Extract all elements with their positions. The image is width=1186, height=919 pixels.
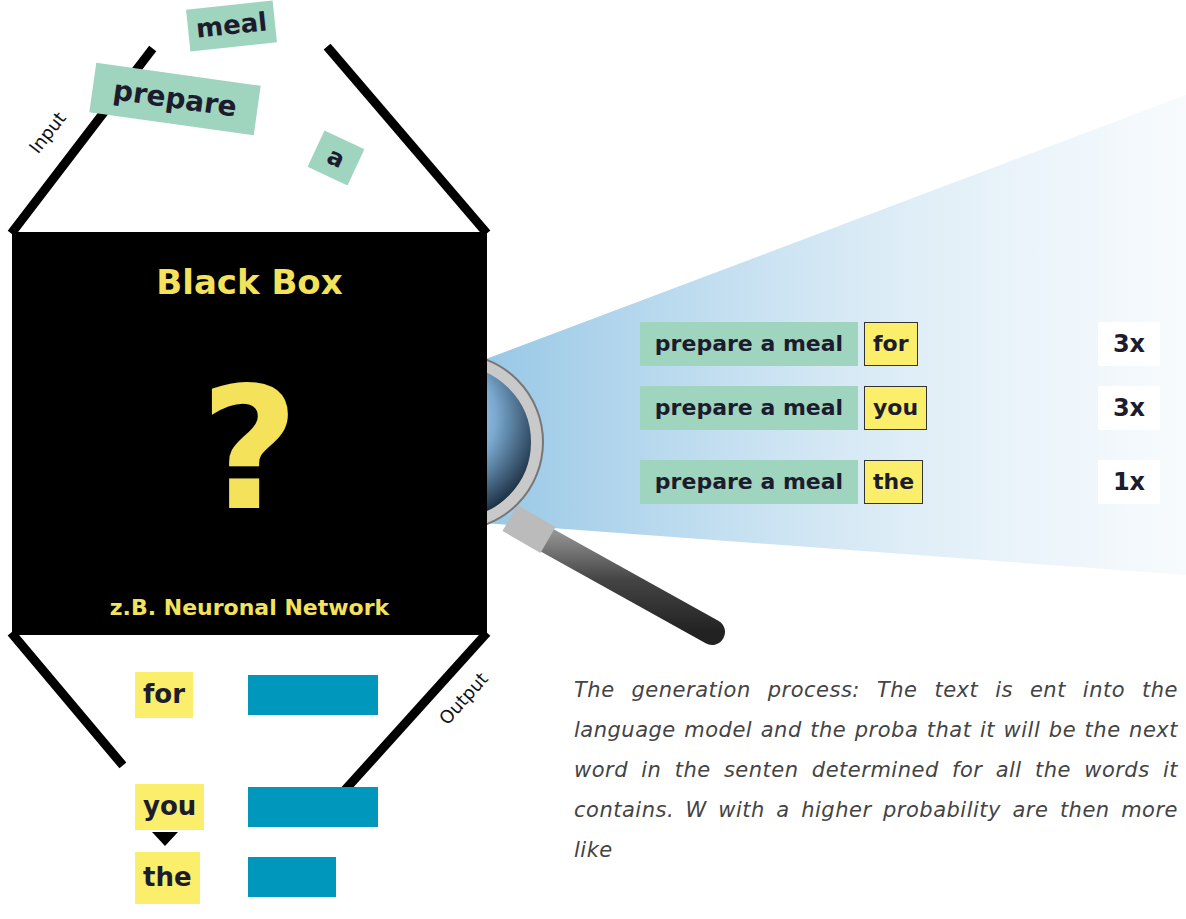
word-text: prepare a meal (655, 395, 843, 421)
count-box: 1x (1098, 460, 1160, 504)
word-text: 3x (1113, 394, 1145, 423)
input-label: Input (23, 106, 71, 159)
box-subtitle: z.B. Neuronal Network (110, 595, 389, 621)
context-box: prepare a meal (640, 322, 858, 366)
output-bars (248, 675, 378, 897)
input-word: a (308, 131, 365, 186)
output-word: for (135, 672, 193, 718)
question-mark: ? (200, 364, 299, 534)
candidate-word: the (864, 460, 923, 504)
count-box: 3x (1098, 386, 1160, 430)
word-text: a (323, 142, 350, 175)
input-word: prepare (89, 63, 260, 136)
black-box: Black Box? z.B. Neuronal Network (12, 232, 487, 635)
word-text: 3x (1113, 330, 1145, 359)
word-text: 1x (1113, 468, 1145, 497)
context-box: prepare a meal (640, 386, 858, 430)
light-beam (470, 95, 1186, 575)
word-text: the (143, 862, 192, 893)
candidate-word: for (864, 322, 918, 366)
output-word: you (135, 784, 204, 830)
caption: The generation process: The text is ent … (574, 670, 1178, 870)
word-text: prepare a meal (655, 331, 843, 357)
candidate-word: you (864, 386, 927, 430)
output-word: the (135, 852, 200, 904)
word-text: you (873, 395, 918, 421)
word-text: the (873, 469, 914, 495)
word-text: prepare a meal (655, 469, 843, 495)
word-text: prepare (111, 74, 239, 125)
input-word: meal (186, 1, 277, 52)
word-text: for (143, 679, 185, 710)
context-box: prepare a meal (640, 460, 858, 504)
word-text: meal (195, 7, 269, 45)
word-text: you (143, 791, 196, 822)
count-box: 3x (1098, 322, 1160, 366)
box-title: Black Box (156, 262, 342, 303)
word-text: for (873, 331, 909, 357)
